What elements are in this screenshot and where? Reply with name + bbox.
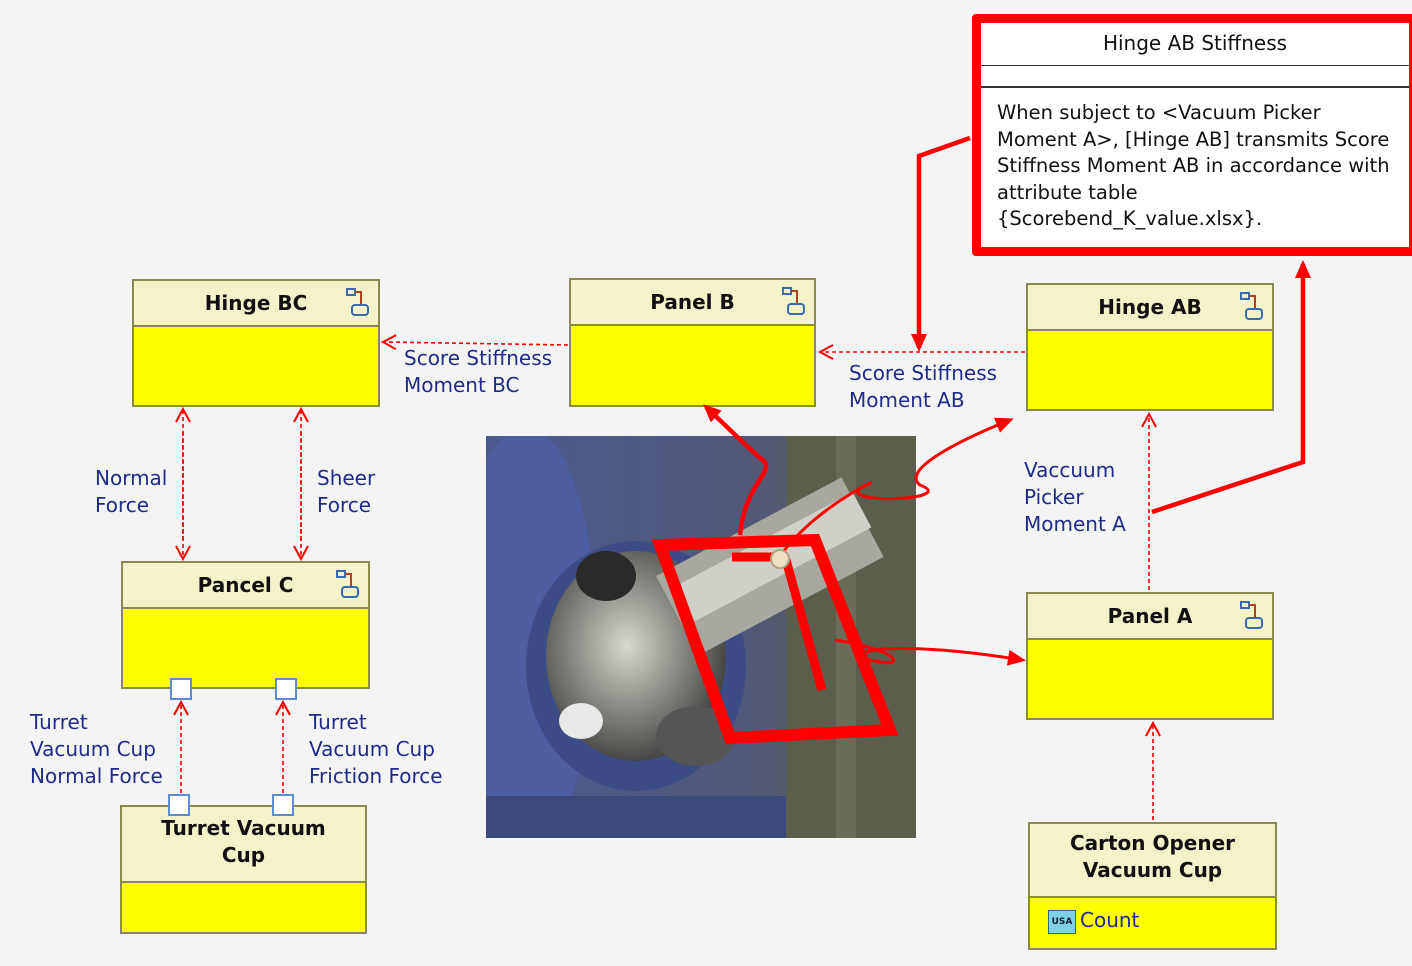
block-pancel-c[interactable]: Pancel C	[121, 561, 370, 689]
block-title-line2: Vacuum Cup	[1082, 858, 1223, 882]
connector-score-stiffness-bc	[384, 342, 569, 345]
block-panel-b[interactable]: Panel B	[569, 278, 816, 407]
highlight-arrow-panel-b	[703, 404, 769, 536]
usa-icon: USA	[1048, 909, 1076, 934]
attribute-label: Count	[1080, 908, 1140, 932]
highlight-frame	[651, 533, 899, 745]
block-panel-a[interactable]: Panel A	[1026, 592, 1274, 720]
block-title: Hinge BC	[204, 291, 308, 315]
label-normal-force: Normal Force	[95, 466, 168, 517]
block-turret-vacuum-cup[interactable]: Turret Vacuum Cup	[120, 805, 367, 934]
block-title-line1: Turret Vacuum	[161, 816, 326, 840]
block-stereotype-icon	[336, 570, 359, 598]
block-title: Hinge AB	[1098, 295, 1202, 319]
block-title: Panel B	[650, 290, 735, 314]
highlight-arrow-moment	[1151, 260, 1311, 515]
block-title-line2: Cup	[221, 843, 266, 867]
port-turret-right[interactable]	[272, 794, 294, 816]
block-stereotype-icon	[346, 288, 369, 316]
pivot-point	[770, 549, 790, 569]
port-pancel-c-right[interactable]	[275, 678, 297, 700]
label-turret-friction: Turret Vacuum Cup Friction Force	[309, 710, 443, 788]
block-hinge-ab[interactable]: Hinge AB	[1026, 283, 1274, 411]
note-title: Hinge AB Stiffness	[981, 23, 1409, 66]
port-pancel-c-left[interactable]	[170, 678, 192, 700]
block-stereotype-icon	[1240, 601, 1263, 629]
label-sheer-force: Sheer Force	[317, 466, 376, 517]
constraint-note-hinge-ab-stiffness[interactable]: Hinge AB Stiffness When subject to <Vacu…	[972, 14, 1412, 256]
port-turret-left[interactable]	[168, 794, 190, 816]
block-title: Panel A	[1107, 604, 1193, 628]
block-title: Pancel C	[197, 573, 294, 597]
block-title-line1: Carton Opener	[1069, 831, 1236, 855]
highlight-arrow-hinge-ab	[778, 417, 1014, 557]
label-turret-normal: Turret Vacuum Cup Normal Force	[30, 710, 163, 788]
block-stereotype-icon	[1240, 292, 1263, 320]
block-stereotype-icon	[782, 287, 805, 315]
label-vaccuum-picker: Vaccuum Picker Moment A	[1024, 458, 1126, 536]
highlight-arrow-note	[911, 135, 971, 352]
note-body: When subject to <Vacuum Picker Moment A>…	[997, 101, 1390, 230]
label-score-stiffness-bc: Score Stiffness Moment BC	[404, 346, 553, 397]
block-hinge-bc[interactable]: Hinge BC	[132, 279, 380, 407]
highlight-lever-v	[781, 558, 827, 692]
note-compartment	[981, 66, 1409, 88]
label-score-stiffness-ab: Score Stiffness Moment AB	[849, 361, 998, 412]
